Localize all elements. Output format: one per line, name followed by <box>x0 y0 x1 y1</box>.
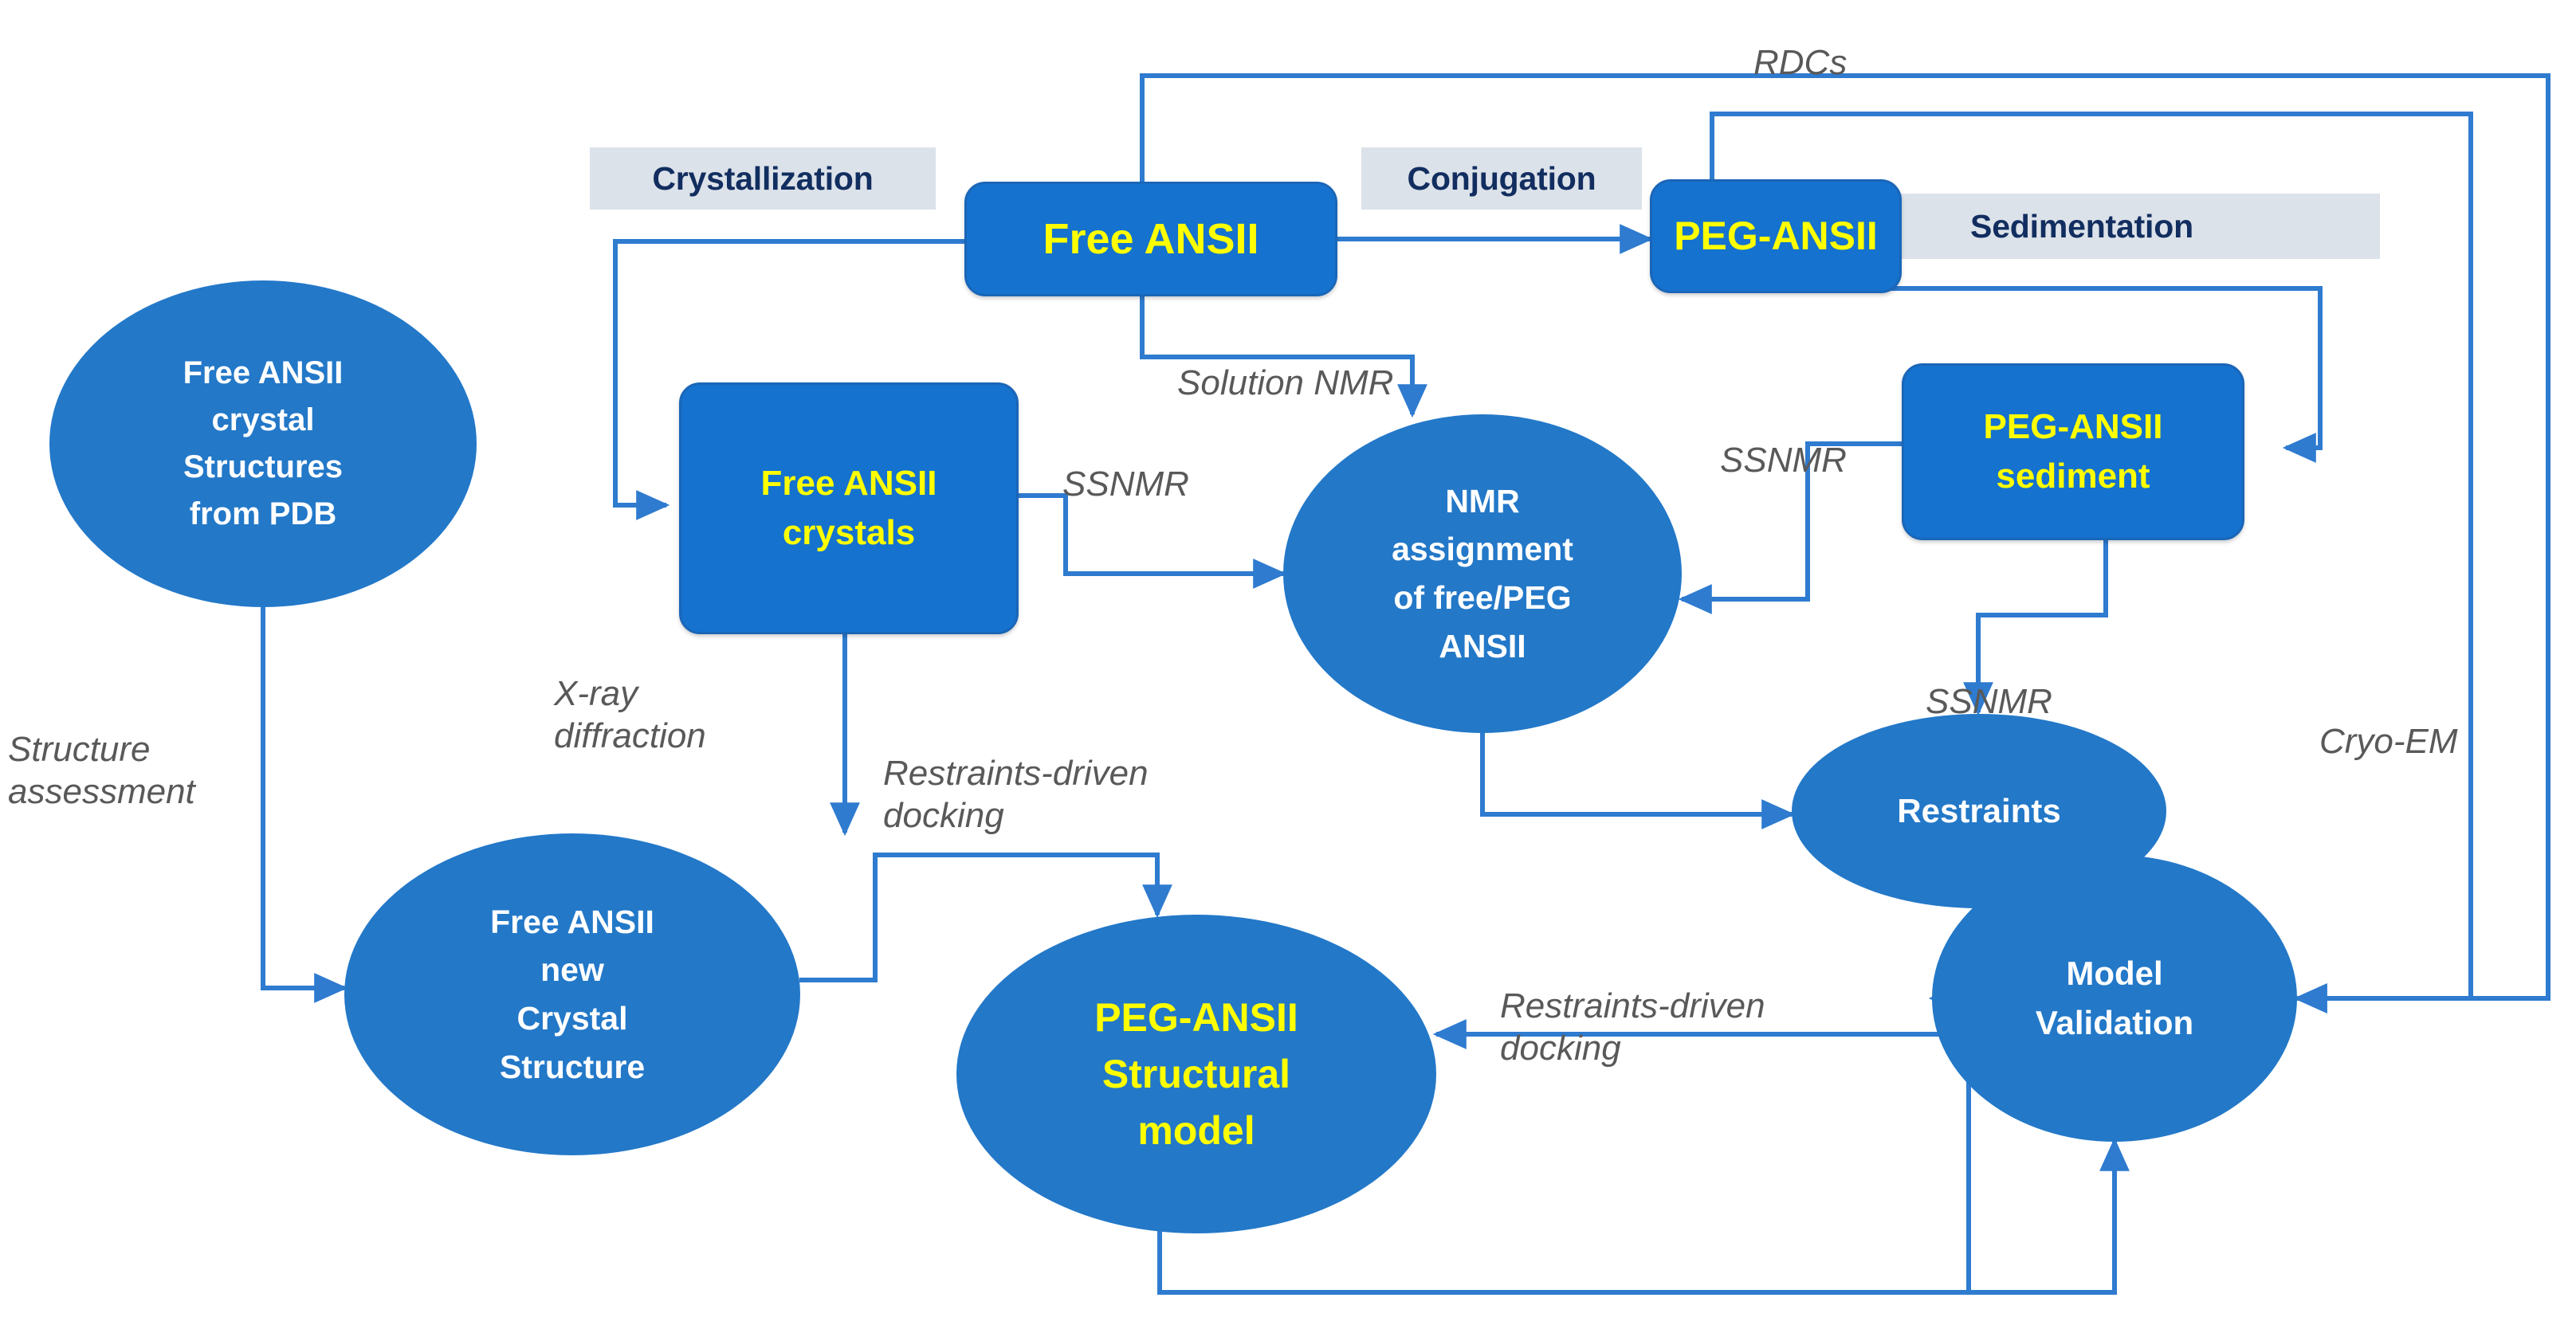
node-free-ansii-crystals-label: Free ANSII crystals <box>760 463 937 552</box>
node-model-validation-label: Model Validation <box>2035 954 2194 1041</box>
edge-freeansii-nmrassign <box>1140 292 1427 418</box>
edge-label-xray-diffraction: X-ray diffraction <box>554 629 706 758</box>
edge-pegansii-validation-rdcs <box>1710 112 2473 1013</box>
node-peg-ansii-structural-model[interactable]: PEG-ANSII Structural model <box>956 915 1436 1233</box>
edge-nmrassign-restraints <box>1480 731 1796 829</box>
edge-label-docking-right: Restraints-driven docking <box>1500 942 1765 1070</box>
chip-conjugation: Conjugation <box>1361 147 1642 210</box>
node-peg-ansii-sediment[interactable]: PEG-ANSII sediment <box>1902 363 2244 540</box>
edge-label-xray-text: X-ray diffraction <box>554 673 706 756</box>
chip-crystallization-label: Crystallization <box>652 159 874 197</box>
node-free-ansii-crystals[interactable]: Free ANSII crystals <box>679 382 1019 634</box>
chip-conjugation-label: Conjugation <box>1407 159 1596 197</box>
node-new-crystal-structure-label: Free ANSII new Crystal Structure <box>490 903 654 1085</box>
node-free-ansii-new-crystal-structure[interactable]: Free ANSII new Crystal Structure <box>344 833 800 1155</box>
edge-label-docking-left-text: Restraints-driven docking <box>883 753 1149 836</box>
edge-label-ssnmr-right-text: SSNMR <box>1720 440 1847 480</box>
edge-label-cryo-em-text: Cryo-EM <box>2319 721 2458 761</box>
chip-sedimentation-label: Sedimentation <box>1970 207 2193 245</box>
edge-pdb-newxtal <box>261 607 348 1003</box>
node-free-ansii-crystal-structures-from-pdb[interactable]: Free ANSII crystal Structures from PDB <box>49 280 477 607</box>
edge-model-validation <box>1157 1137 2130 1295</box>
node-restraints-label: Restraints <box>1897 791 2061 829</box>
edge-label-docking-right-text: Restraints-driven docking <box>1500 986 1765 1068</box>
chip-crystallization: Crystallization <box>590 147 936 210</box>
node-pdb-label: Free ANSII crystal Structures from PDB <box>183 355 344 532</box>
node-free-ansii[interactable]: Free ANSII <box>964 182 1337 296</box>
edge-sediment-nmrassign <box>1678 441 1902 614</box>
edge-label-ssnmr-down: SSNMR <box>1926 637 2052 723</box>
edge-label-ssnmr-down-text: SSNMR <box>1926 681 2052 721</box>
edge-newxtal-model <box>799 853 1172 982</box>
node-peg-ansii[interactable]: PEG-ANSII <box>1650 179 1902 293</box>
edge-pegansii-sediment <box>1768 286 2323 463</box>
node-nmr-assignment-label: NMR assignment of free/PEG ANSII <box>1392 482 1573 664</box>
edge-crystals-nmrassign <box>1014 493 1287 589</box>
node-model-validation[interactable]: Model Validation <box>1932 855 2297 1142</box>
edge-label-solution-nmr: Solution NMR <box>1177 319 1393 404</box>
edge-sediment-restraints <box>1963 535 2108 716</box>
edge-label-structure-assessment: Structure assessment <box>8 685 195 813</box>
node-peg-ansii-sediment-label: PEG-ANSII sediment <box>1983 406 2163 496</box>
node-nmr-assignment[interactable]: NMR assignment of free/PEG ANSII <box>1283 414 1682 733</box>
edge-label-docking-left: Restraints-driven docking <box>883 709 1149 837</box>
edge-label-rdcs-text: RDCs <box>1753 42 1848 82</box>
edge-label-structure-assessment-text: Structure assessment <box>8 729 195 812</box>
node-structural-model-label: PEG-ANSII Structural model <box>1094 994 1298 1153</box>
node-peg-ansii-label: PEG-ANSII <box>1674 214 1878 258</box>
edge-label-ssnmr-right: SSNMR <box>1720 396 1847 481</box>
node-free-ansii-label: Free ANSII <box>1043 214 1259 263</box>
edge-label-ssnmr-left: SSNMR <box>1062 420 1189 505</box>
edge-label-rdcs: RDCs <box>1753 0 1847 84</box>
edge-label-ssnmr-left-text: SSNMR <box>1062 464 1189 504</box>
edge-label-cryo-em: Cryo-EM <box>2319 677 2458 763</box>
edge-label-solution-nmr-text: Solution NMR <box>1177 363 1394 402</box>
edge-freeansii-crystals <box>613 239 964 520</box>
